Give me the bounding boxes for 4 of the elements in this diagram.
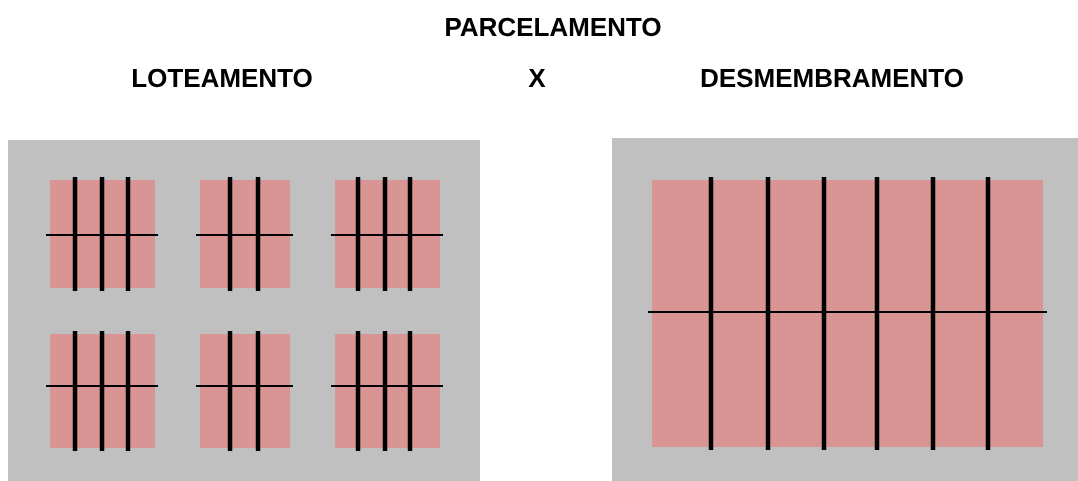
heading: DESMEMBRAMENTO [701,68,963,88]
heading: X [528,69,546,87]
heading: LOTEAMENTO [133,68,312,88]
title: PARCELAMENTO [446,17,661,37]
